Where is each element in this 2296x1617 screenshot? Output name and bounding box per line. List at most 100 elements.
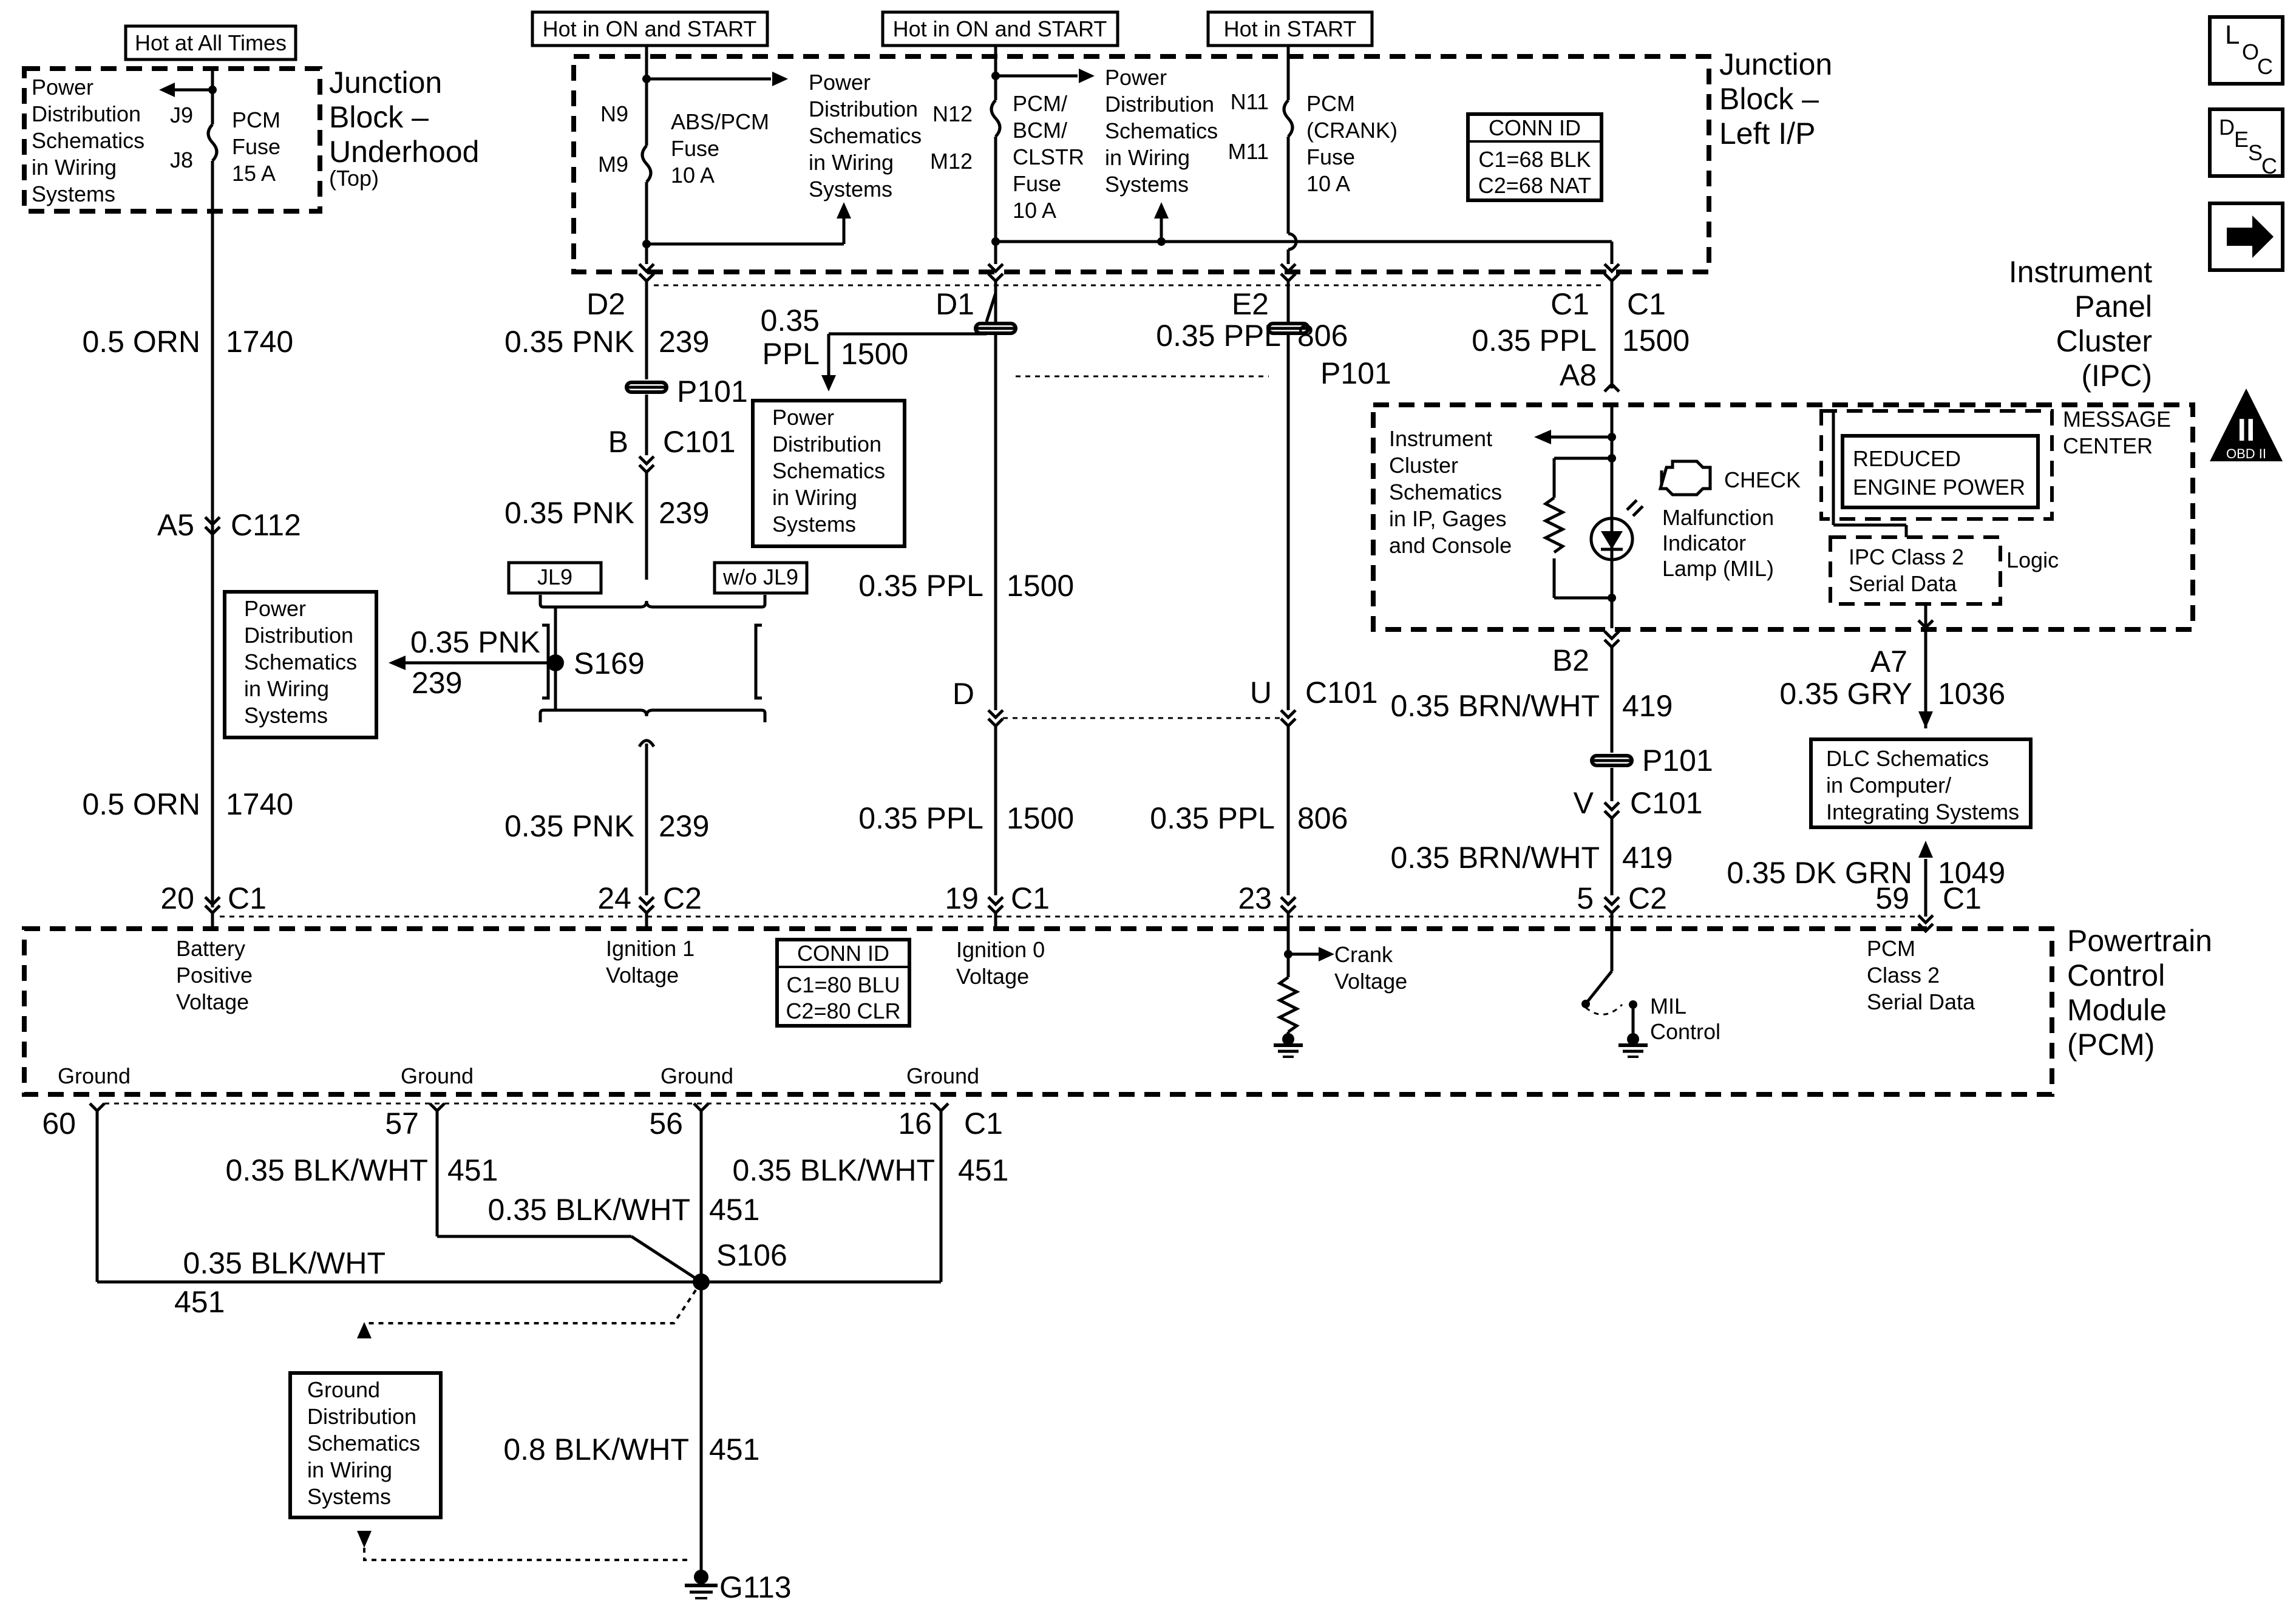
circuit-1500-label-mid: 0.35 PPL 1500 — [858, 569, 1074, 603]
svg-text:Distribution: Distribution — [32, 101, 141, 126]
svg-text:451: 451 — [174, 1285, 225, 1319]
svg-text:1036: 1036 — [1938, 677, 2005, 711]
svg-text:451: 451 — [447, 1153, 498, 1187]
svg-text:Battery: Battery — [176, 936, 245, 961]
svg-text:C1: C1 — [1943, 881, 1982, 915]
svg-text:Power: Power — [1105, 65, 1167, 90]
svg-text:1740: 1740 — [226, 787, 293, 821]
svg-text:Block –: Block – — [1719, 82, 1819, 116]
svg-text:Voltage: Voltage — [176, 989, 249, 1014]
circuit-239-splice-label: 0.35 PNK 239 — [410, 625, 540, 700]
ground-dist-branch — [357, 1281, 702, 1561]
svg-text:1740: 1740 — [226, 325, 293, 359]
svg-text:1500: 1500 — [1007, 569, 1074, 603]
svg-text:Module: Module — [2067, 993, 2167, 1027]
svg-text:Hot in ON and START: Hot in ON and START — [543, 16, 757, 41]
ipc-cluster-ref: Instrument Cluster Schematics in IP, Gag… — [1389, 426, 1512, 558]
svg-text:Ground: Ground — [307, 1377, 380, 1402]
svg-text:806: 806 — [1297, 801, 1348, 835]
splice-s106: S106 — [716, 1238, 787, 1272]
jb-output-connectors — [638, 263, 1620, 286]
svg-text:Distribution: Distribution — [307, 1404, 416, 1429]
svg-text:10 A: 10 A — [671, 163, 715, 188]
circuit-806-label-top: 0.35 PPL 806 — [1156, 319, 1348, 353]
svg-text:Schematics: Schematics — [307, 1431, 420, 1456]
header-hot-at-all-times: Hot at All Times — [124, 24, 297, 61]
svg-text:Distribution: Distribution — [1105, 92, 1214, 117]
svg-text:in IP, Gages: in IP, Gages — [1389, 506, 1506, 531]
svg-text:Ground: Ground — [401, 1063, 474, 1088]
connector-d-label: D — [953, 677, 974, 711]
svg-text:S169: S169 — [574, 646, 645, 680]
circuit-806-path — [1003, 281, 1310, 895]
loc-icon[interactable]: L O C — [2208, 15, 2284, 86]
svg-text:REDUCED: REDUCED — [1853, 446, 1961, 471]
circuit-239-label-1: 0.35 PNK 239 — [504, 325, 709, 359]
svg-text:Schematics: Schematics — [1389, 480, 1502, 504]
svg-text:Lamp (MIL): Lamp (MIL) — [1662, 556, 1774, 581]
svg-text:0.35 PPL: 0.35 PPL — [1150, 801, 1275, 835]
svg-text:0.35 PPL: 0.35 PPL — [858, 801, 983, 835]
svg-text:Power: Power — [244, 596, 306, 621]
jb-underhood-boundary — [22, 66, 322, 214]
svg-text:Distribution: Distribution — [244, 623, 353, 648]
svg-text:(Top): (Top) — [329, 166, 379, 191]
svg-text:0.5 ORN: 0.5 ORN — [82, 325, 200, 359]
svg-text:D2: D2 — [586, 287, 625, 321]
circuit-1049-path: 0.35 DK GRN 1049 — [1727, 841, 2005, 917]
svg-text:ABS/PCM: ABS/PCM — [671, 109, 769, 134]
circuit-419-label-2: 0.35 BRN/WHT 419 — [1390, 841, 1673, 875]
header-hot-in-start: Hot in START — [1206, 10, 1374, 47]
svg-text:N9: N9 — [600, 101, 628, 126]
svg-text:Schematics: Schematics — [32, 128, 144, 153]
svg-text:Ignition 0: Ignition 0 — [956, 937, 1045, 962]
jb-left-ip-title: Junction Block – Left I/P — [1719, 47, 1832, 151]
svg-text:Systems: Systems — [244, 703, 328, 728]
pcm-input-chevrons — [204, 896, 1934, 934]
svg-text:J8: J8 — [170, 147, 193, 172]
pcm-ign1-label: Ignition 1 Voltage — [606, 936, 695, 988]
svg-text:23: 23 — [1238, 881, 1272, 915]
desc-icon[interactable]: D E S C — [2208, 107, 2284, 178]
header-hot-on-start-2: Hot in ON and START — [881, 10, 1119, 47]
svg-text:56: 56 — [649, 1107, 683, 1141]
svg-text:24: 24 — [597, 881, 631, 915]
svg-text:0.35: 0.35 — [761, 303, 820, 337]
pcm-title: Powertrain Control Module (PCM) — [2067, 924, 2212, 1062]
svg-text:C: C — [2257, 54, 2273, 79]
pcm-crank-circuit: Crank Voltage — [1274, 929, 1407, 1058]
svg-text:Power: Power — [809, 70, 871, 95]
connector-c112: A5 C112 — [157, 508, 301, 542]
svg-text:in Wiring: in Wiring — [307, 1457, 392, 1482]
svg-text:16: 16 — [898, 1107, 932, 1141]
svg-text:Ground: Ground — [58, 1063, 131, 1088]
circuit-806-label-low: 0.35 PPL 806 — [1150, 801, 1348, 835]
svg-text:C: C — [2261, 154, 2277, 178]
svg-text:Systems: Systems — [32, 181, 115, 206]
pcm-conn-id: CONN ID C1=80 BLU C2=80 CLR — [775, 938, 911, 1028]
svg-text:0.8 BLK/WHT: 0.8 BLK/WHT — [503, 1432, 689, 1466]
svg-text:Schematics: Schematics — [244, 649, 357, 674]
svg-text:0.35 PNK: 0.35 PNK — [504, 496, 634, 530]
pcm-fuse-15a: J9 J8 PCM Fuse 15 A — [159, 69, 280, 907]
svg-text:and Console: and Console — [1389, 533, 1512, 558]
next-arrow-icon[interactable] — [2208, 202, 2284, 272]
svg-text:Cluster: Cluster — [1389, 453, 1458, 478]
svg-text:Panel: Panel — [2074, 290, 2152, 324]
svg-text:C1: C1 — [228, 881, 267, 915]
svg-text:CONN ID: CONN ID — [1489, 115, 1581, 140]
mil-label: Malfunction Indicator Lamp (MIL) — [1662, 505, 1774, 581]
svg-text:C2=68 NAT: C2=68 NAT — [1478, 173, 1591, 198]
svg-text:419: 419 — [1622, 841, 1673, 875]
svg-text:Fuse: Fuse — [671, 136, 719, 161]
svg-text:239: 239 — [659, 809, 709, 843]
svg-text:w/o JL9: w/o JL9 — [722, 564, 798, 589]
svg-text:L: L — [2225, 20, 2240, 50]
svg-text:Instrument: Instrument — [1389, 426, 1492, 451]
svg-text:Fuse: Fuse — [1306, 144, 1355, 169]
pcm-mil-switch: MIL Control — [1581, 929, 1720, 1058]
circuit-1500-branch-label: 0.35 PPL 1500 — [761, 303, 909, 371]
svg-text:0.35 GRY: 0.35 GRY — [1779, 677, 1912, 711]
svg-text:Systems: Systems — [809, 177, 892, 202]
svg-text:Positive: Positive — [176, 963, 253, 988]
